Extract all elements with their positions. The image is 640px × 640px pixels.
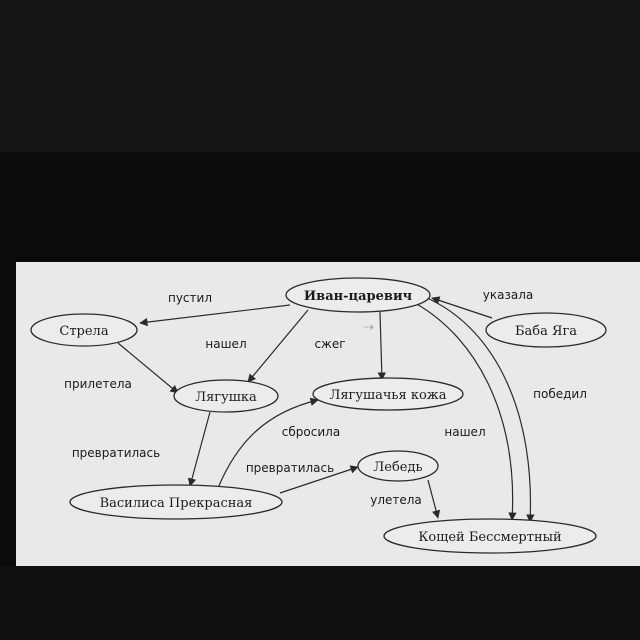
edge-ivan-koshchei-nashel	[414, 302, 517, 521]
edge-vasilisa-lebed	[279, 465, 359, 494]
edge-lyagushka-vasilisa	[187, 411, 211, 487]
edge-lebed-koshchei	[427, 479, 441, 519]
edge-label-pustil: пустил	[168, 291, 212, 305]
edge-babayaga-ivan	[431, 296, 493, 319]
edge-label-prevratilas-1: превратилась	[72, 446, 160, 460]
node-strela	[30, 313, 138, 347]
node-koshchei	[383, 518, 597, 554]
edge-ivan-kozha	[377, 311, 386, 381]
node-label-kozha: Лягушачья кожа	[329, 388, 446, 403]
edge-label-priletela: прилетела	[64, 377, 132, 391]
node-baba-yaga	[485, 312, 607, 348]
node-label-lyagushka: Лягушка	[195, 390, 257, 405]
node-label-lebed: Лебедь	[373, 460, 422, 475]
node-vasilisa	[69, 484, 283, 520]
node-lebed	[357, 450, 439, 482]
node-label-koshchei: Кощей Бессмертный	[418, 530, 561, 545]
node-label-vasilisa: Василиса Прекрасная	[100, 496, 253, 511]
background-bottom	[0, 566, 640, 640]
node-ivan	[285, 277, 431, 313]
node-label-ivan: Иван-царевич	[304, 289, 413, 304]
edge-label-nashel-2: нашел	[444, 425, 485, 439]
edge-label-uletela: улетела	[370, 493, 422, 507]
background-top	[0, 0, 640, 152]
edge-label-sbrosila: сбросила	[282, 425, 340, 439]
edge-ivan-strela	[139, 304, 291, 327]
edge-label-nashel-1: нашел	[205, 337, 246, 351]
edge-ivan-lyagushka	[247, 309, 309, 383]
edge-vasilisa-kozha	[217, 397, 319, 489]
edge-ivan-koshchei-pobedil	[424, 296, 535, 523]
node-lyagushka	[173, 379, 279, 413]
edge-label-pobedil: победил	[533, 387, 587, 401]
edge-strela-lyagushka	[117, 342, 179, 394]
node-label-strela: Стрела	[59, 324, 108, 339]
edge-label-prevratilas-2: превратилась	[246, 461, 334, 475]
node-kozha	[312, 377, 464, 411]
faint-arrow-mark: ⇢	[364, 320, 374, 334]
node-label-baba-yaga: Баба Яга	[515, 324, 577, 339]
edge-label-szheg: сжег	[314, 337, 345, 351]
edge-label-ukazala: указала	[483, 288, 533, 302]
